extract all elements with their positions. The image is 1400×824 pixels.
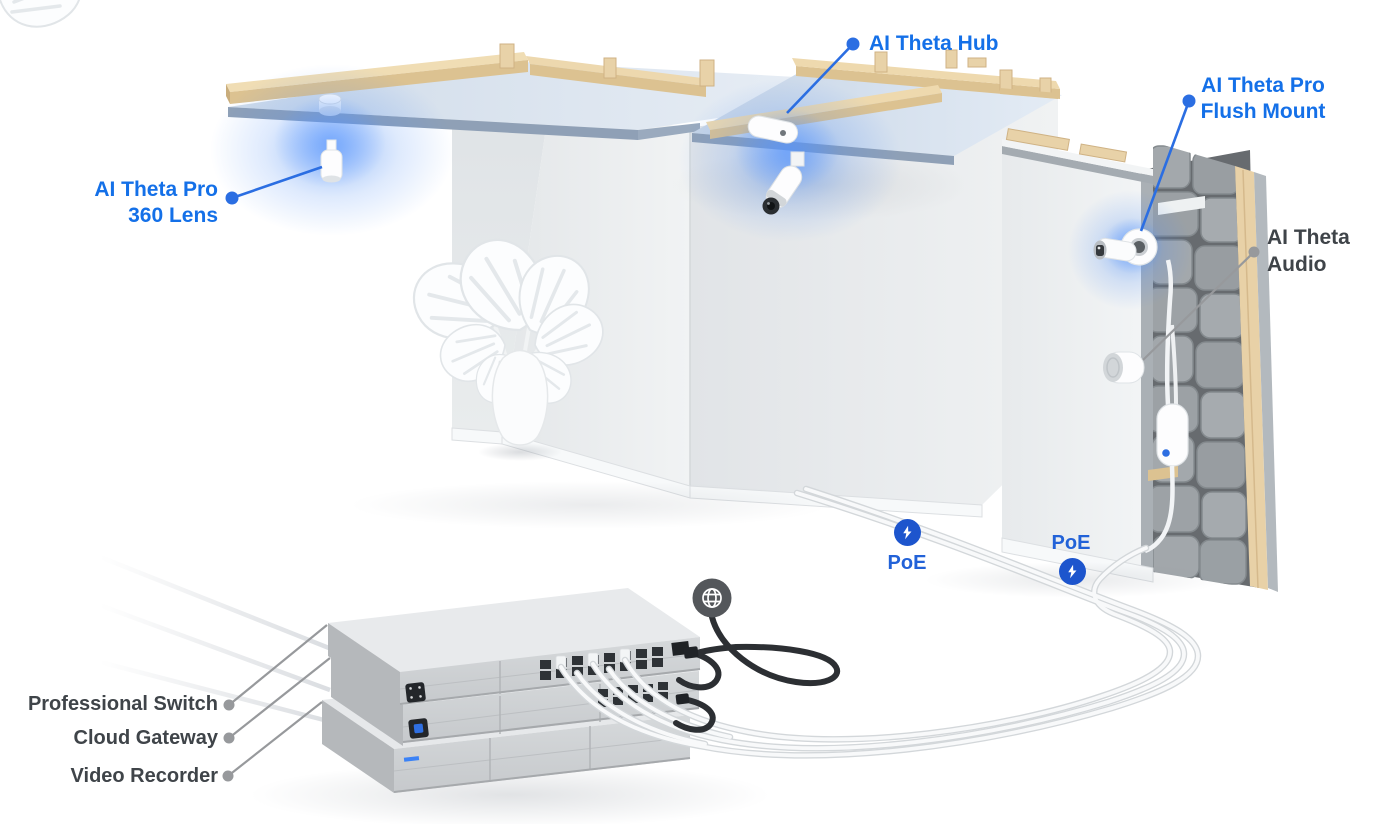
plant-vase — [491, 349, 549, 446]
gateway-label: Cloud Gateway — [73, 727, 218, 749]
gateway-leader-line — [228, 657, 331, 739]
audio-label-line1: AI Theta — [1267, 226, 1350, 249]
recorder-label-dot — [222, 770, 234, 782]
audio-label-line2: Audio — [1267, 253, 1327, 276]
cable-plug — [683, 646, 699, 659]
lightning-bolt-icon — [903, 525, 912, 540]
globe-icon — [692, 578, 732, 618]
in-wall-hub-device — [1144, 259, 1189, 554]
flush-mount-leader-line — [1139, 100, 1191, 232]
switch-label: Professional Switch — [27, 693, 218, 715]
lens-360-label-line2: 360 Lens — [128, 204, 218, 227]
camera-pro-ceiling — [762, 151, 805, 215]
lightning-bolt-icon — [1068, 564, 1077, 579]
wood-sheathing — [1235, 166, 1268, 590]
poe-ceiling-badge — [894, 519, 921, 546]
recorder-leader-line — [227, 701, 323, 777]
flush-mount-label-line1: AI Theta Pro — [1201, 74, 1325, 97]
faded-cables-left — [14, 542, 335, 723]
flush-mount-label: AI Theta Pro Flush Mount — [1166, 73, 1360, 125]
switch-leader-line — [228, 624, 328, 706]
audio-leader-line — [1142, 251, 1255, 361]
poe-wall-label: PoE — [1051, 532, 1091, 554]
floor-cables — [557, 485, 1202, 759]
lens-360-label-line1: AI Theta Pro — [94, 178, 218, 201]
switch-power-socket — [405, 682, 426, 703]
gateway-power-socket — [408, 718, 429, 739]
hub-leader-line — [786, 43, 854, 114]
switch-label-dot — [223, 699, 235, 711]
hub-label: AI Theta Hub — [869, 32, 999, 55]
hub-label-dot — [846, 37, 860, 51]
audio-speaker-device — [1103, 351, 1145, 384]
camera-flush-mount — [1093, 228, 1158, 266]
gateway-label-dot — [223, 732, 235, 744]
flush-mount-label-dot — [1182, 94, 1196, 108]
internet-cable — [673, 614, 841, 733]
lens-360-label-dot — [225, 191, 239, 205]
poe-ceiling-label: PoE — [887, 552, 927, 574]
recorder-label: Video Recorder — [70, 765, 218, 787]
flush-mount-label-line2: Flush Mount — [1200, 100, 1326, 123]
lens-360-label: AI Theta Pro 360 Lens — [94, 177, 218, 229]
leader-lines — [222, 37, 1260, 782]
lens-360-leader-line — [231, 165, 323, 200]
audio-label: AI Theta Audio — [1267, 224, 1350, 278]
plant — [0, 0, 608, 461]
cable-plug — [675, 693, 690, 705]
audio-label-dot — [1248, 246, 1260, 258]
theta-hub-device — [747, 115, 799, 144]
poe-wall-badge — [1059, 558, 1086, 585]
camera-360-lens — [320, 139, 343, 183]
plant-leaves — [0, 0, 608, 415]
